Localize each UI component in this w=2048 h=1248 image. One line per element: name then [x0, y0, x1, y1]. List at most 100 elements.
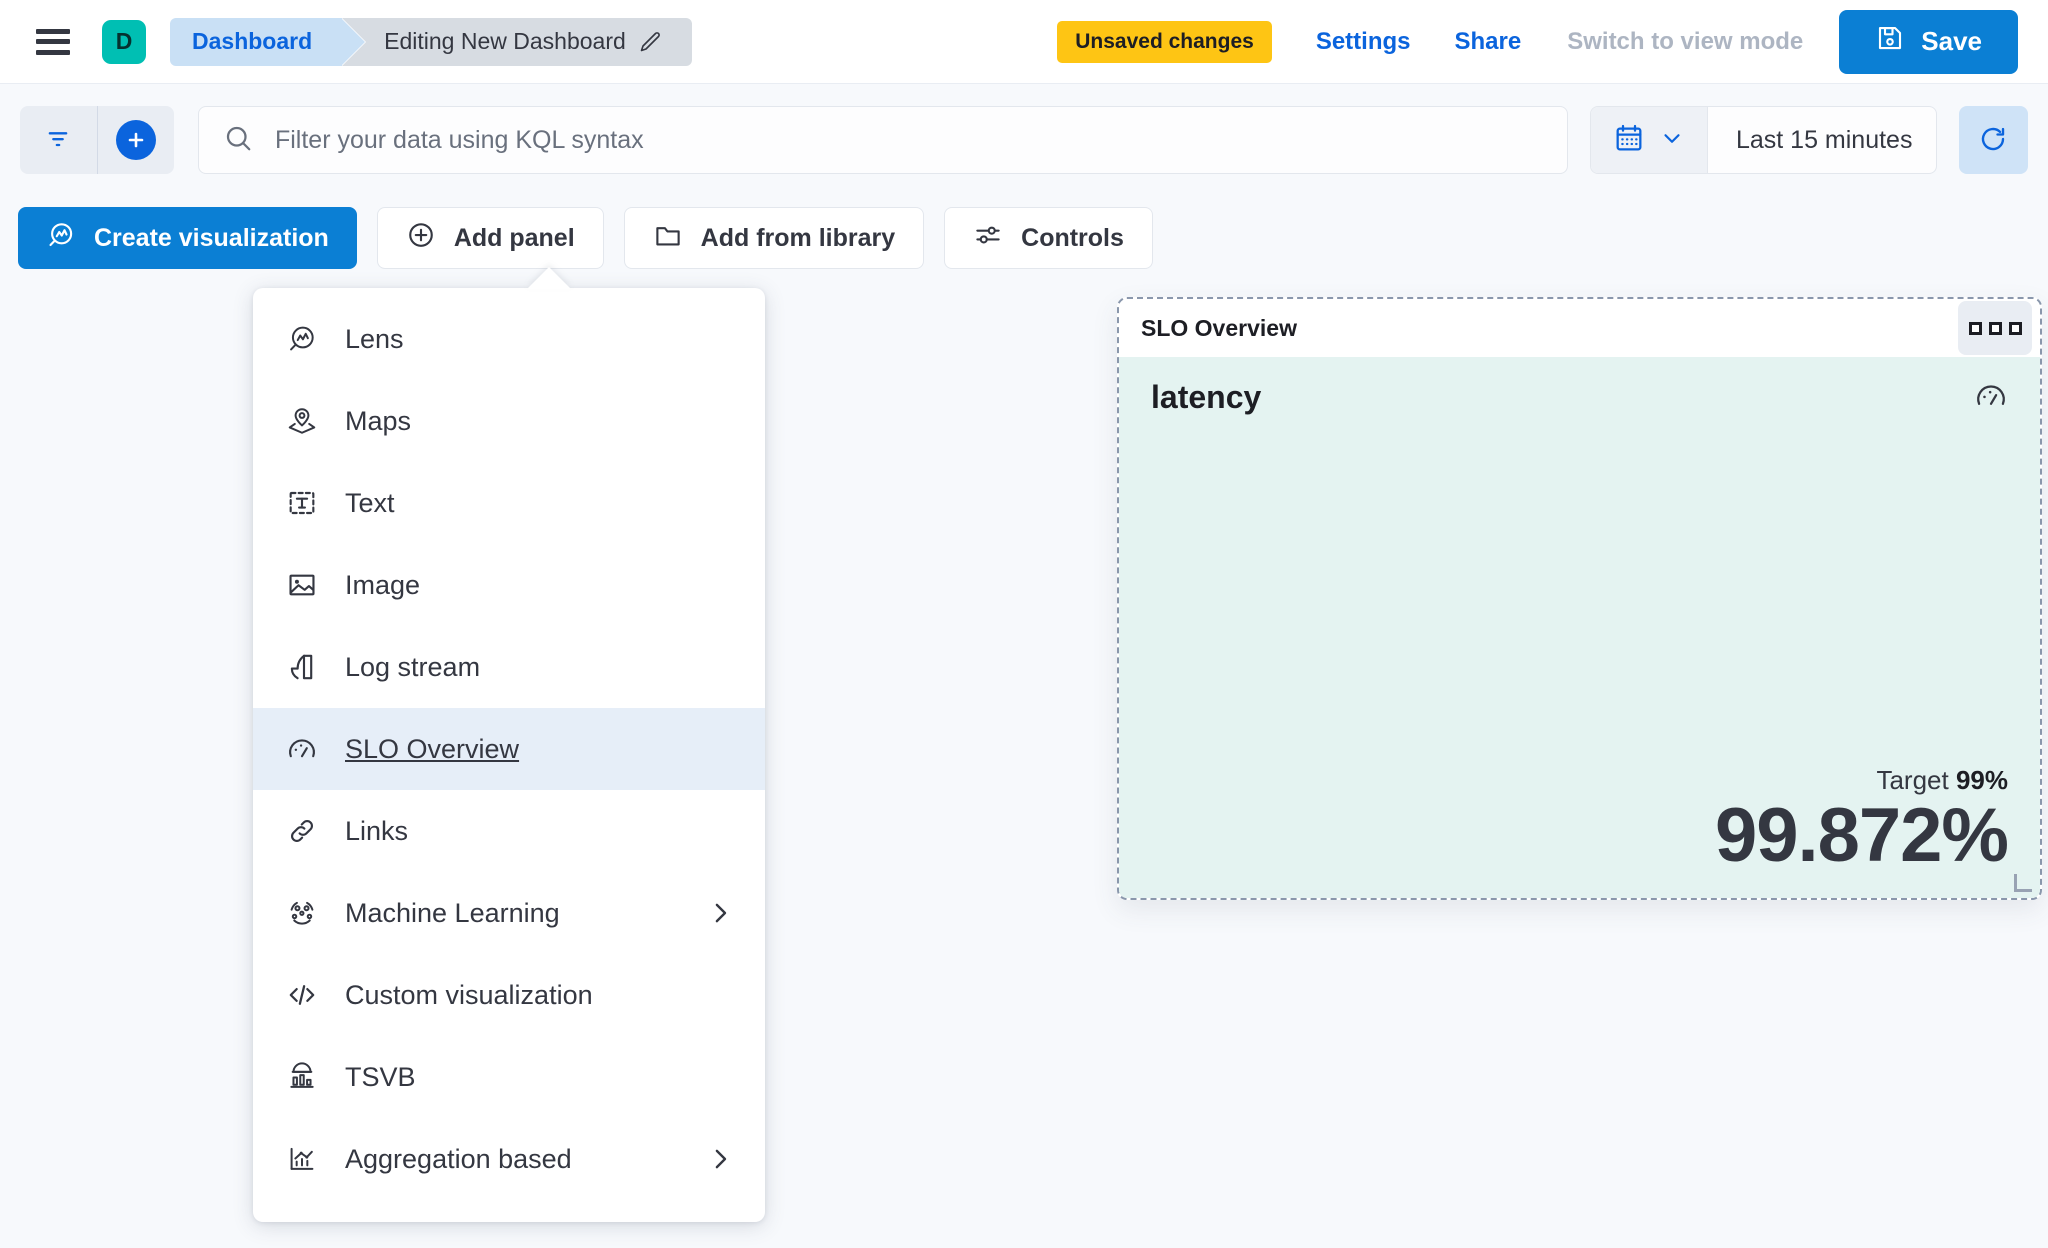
menu-item-label: Aggregation based [345, 1143, 572, 1174]
space-avatar[interactable]: D [102, 19, 146, 64]
breadcrumb-label: Dashboard [192, 28, 313, 54]
calendar-icon [1613, 122, 1645, 159]
chevron-right-icon [705, 1144, 735, 1174]
menu-item-aggregation-based[interactable]: Aggregation based [253, 1118, 765, 1200]
hamburger-bar [36, 39, 70, 44]
menu-item-label: TSVB [345, 1061, 416, 1092]
menu-item-label: SLO Overview [345, 733, 520, 764]
lens-icon [285, 323, 319, 355]
slo-sli-value: 99.872% [1714, 792, 2009, 878]
share-link[interactable]: Share [1454, 27, 1522, 55]
menu-item-label: Log stream [345, 651, 481, 682]
header-actions: Unsaved changes Settings Share Switch to… [1057, 9, 2018, 74]
panel-body: latency Target 99% 99.872% [1119, 357, 2040, 898]
panel-title: SLO Overview [1141, 314, 1297, 341]
menu-item-label: Maps [345, 405, 412, 436]
menu-item-lens[interactable]: Lens [253, 298, 765, 380]
menu-item-log-stream[interactable]: Log stream [253, 626, 765, 708]
save-button[interactable]: Save [1839, 9, 2018, 74]
chevron-down-icon [1659, 125, 1685, 156]
breadcrumb-label: Editing New Dashboard [384, 28, 626, 54]
chevron-right-icon [705, 898, 735, 928]
add-from-library-button[interactable]: Add from library [623, 207, 925, 269]
add-panel-label: Add panel [453, 223, 575, 252]
floppy-disk-icon [1875, 23, 1905, 60]
map-marker-icon [285, 405, 319, 437]
slo-target-label: Target [1876, 764, 1949, 795]
menu-item-maps[interactable]: Maps [253, 380, 765, 462]
filter-group [20, 106, 174, 174]
breadcrumb: Dashboard Editing New Dashboard [170, 17, 692, 66]
menu-item-label: Custom visualization [345, 979, 593, 1010]
save-button-label: Save [1921, 26, 1982, 56]
resize-handle-icon[interactable] [2014, 874, 2032, 892]
dashboard-panel-slo-overview[interactable]: SLO Overview latency Target 99% [1117, 297, 2042, 900]
hamburger-bar [36, 49, 70, 55]
create-visualization-button[interactable]: Create visualization [18, 207, 357, 269]
slo-target-value: 99% [1955, 764, 2008, 795]
search-icon [223, 123, 253, 158]
log-stream-icon [285, 651, 319, 683]
link-icon [285, 815, 319, 847]
menu-item-text[interactable]: Text [253, 462, 765, 544]
lens-icon [46, 220, 76, 257]
menu-item-machine-learning[interactable]: Machine Learning [253, 872, 765, 954]
add-filter-button[interactable] [96, 106, 174, 174]
menu-item-links[interactable]: Links [253, 790, 765, 872]
slo-metric-name: latency [1151, 379, 1262, 415]
panel-body-top: latency [1151, 379, 2008, 418]
menu-item-tsvb[interactable]: TSVB [253, 1036, 765, 1118]
dashboard-toolbar: Create visualization Add panel Add from … [0, 196, 2048, 280]
menu-item-image[interactable]: Image [253, 544, 765, 626]
menu-item-label: Lens [345, 323, 404, 354]
gauge-icon [285, 733, 319, 765]
panel-body-bottom: Target 99% 99.872% [1151, 765, 2009, 878]
panel-header: SLO Overview [1119, 299, 2040, 357]
hamburger-bar [36, 28, 70, 34]
settings-link[interactable]: Settings [1315, 27, 1411, 55]
aggregation-icon [285, 1143, 319, 1175]
add-panel-menu: Lens Maps Text [253, 288, 765, 1222]
add-panel-button[interactable]: Add panel [376, 207, 604, 269]
menu-item-label: Machine Learning [345, 897, 560, 928]
controls-icon [973, 220, 1003, 257]
date-range-display[interactable]: Last 15 minutes [1735, 125, 1913, 154]
panel-context-menu-button[interactable] [1958, 301, 2032, 355]
switch-to-view-mode-link[interactable]: Switch to view mode [1567, 27, 1804, 55]
folder-icon [653, 220, 683, 257]
search-box[interactable] [197, 106, 1568, 174]
hamburger-icon[interactable] [36, 28, 70, 55]
unsaved-changes-badge[interactable]: Unsaved changes [1057, 20, 1272, 63]
create-visualization-label: Create visualization [94, 223, 329, 252]
ellipsis-icon [1968, 321, 1982, 335]
filter-icon [44, 124, 72, 157]
controls-label: Controls [1021, 223, 1124, 252]
menu-item-label: Text [345, 487, 395, 518]
code-icon [285, 979, 319, 1011]
date-picker-group: Last 15 minutes [1589, 106, 1937, 174]
controls-button[interactable]: Controls [944, 207, 1153, 269]
slo-target: Target 99% [1151, 765, 2008, 796]
menu-item-custom-visualization[interactable]: Custom visualization [253, 954, 765, 1036]
plus-circle-icon [115, 120, 156, 160]
add-from-library-label: Add from library [700, 223, 896, 252]
ellipsis-icon [2008, 321, 2022, 335]
pencil-icon[interactable] [638, 30, 662, 54]
text-box-icon [285, 487, 319, 519]
refresh-button[interactable] [1958, 106, 2028, 174]
machine-learning-icon [285, 897, 319, 929]
menu-item-label: Image [345, 569, 421, 600]
breadcrumb-item-editing[interactable]: Editing New Dashboard [342, 17, 692, 66]
refresh-icon [1978, 124, 2008, 157]
search-input[interactable] [274, 125, 1543, 155]
image-icon [285, 569, 319, 601]
tsvb-icon [285, 1061, 319, 1093]
filter-options-button[interactable] [20, 106, 97, 174]
gauge-icon [1974, 379, 2008, 418]
menu-item-label: Links [345, 815, 409, 846]
plus-in-circle-icon [406, 220, 436, 257]
ellipsis-icon [1988, 321, 2002, 335]
date-quick-select-button[interactable] [1590, 107, 1708, 173]
menu-item-slo-overview[interactable]: SLO Overview [253, 708, 765, 790]
breadcrumb-item-dashboard[interactable]: Dashboard [170, 17, 366, 66]
